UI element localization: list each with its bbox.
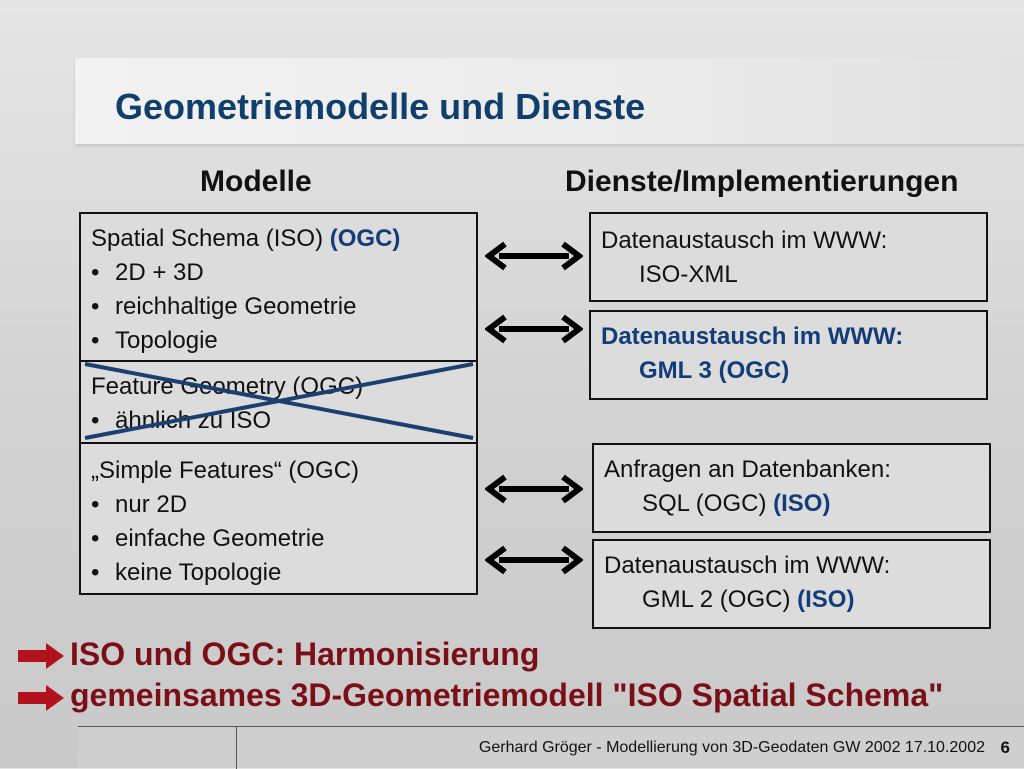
slide-footer: Gerhard Gröger - Modellierung von 3D-Geo… [78,726,1024,769]
footer-cell-text: Gerhard Gröger - Modellierung von 3D-Geo… [236,727,1024,769]
service-line2: SQL (OGC) [642,490,774,517]
conclusion-iso-spatial-schema: gemeinsames 3D-Geometriemodell "ISO Spat… [70,677,944,713]
spatial-schema-tag: (OGC) [329,225,401,252]
feature-geometry-list: ähnlich zu ISO [91,404,466,438]
spatial-schema-heading: Spatial Schema (ISO) [91,225,330,252]
column-heading-models: Modelle [200,165,312,198]
service-box-sql: Anfragen an Datenbanken: SQL (OGC) (ISO) [592,443,991,533]
service-line2: GML 3 (OGC) [639,357,790,384]
service-line2: GML 2 (OGC) [642,586,798,613]
service-box-iso-xml: Datenaustausch im WWW: ISO-XML [589,212,988,302]
service-line2: ISO-XML [639,261,738,288]
list-item: 2D + 3D [91,256,466,290]
feature-geometry-heading: Feature Geometry (OGC) [91,373,364,400]
title-band [75,58,1024,144]
model-box-feature-geometry: Feature Geometry (OGC) ähnlich zu ISO [79,360,478,444]
list-item: keine Topologie [91,556,466,590]
double-arrow-icon [485,474,583,504]
right-arrow-icon [18,643,64,669]
service-tag: (ISO) [773,490,831,517]
right-arrow-icon [18,685,64,711]
simple-features-heading: „Simple Features“ (OGC) [91,457,360,484]
service-line1: Anfragen an Datenbanken: [604,456,891,483]
page-number: 6 [1000,738,1010,757]
double-arrow-icon [485,241,583,271]
footer-text: Gerhard Gröger - Modellierung von 3D-Geo… [478,739,985,756]
list-item: reichhaltige Geometrie [91,290,466,324]
service-box-gml2: Datenaustausch im WWW: GML 2 (OGC) (ISO) [592,539,991,629]
column-heading-services: Dienste/Implementierungen [565,165,959,198]
spatial-schema-list: 2D + 3D reichhaltige Geometrie Topologie [91,256,466,358]
footer-cell-empty [78,727,237,769]
model-box-spatial-schema: Spatial Schema (ISO) (OGC) 2D + 3D reich… [79,212,478,362]
double-arrow-icon [485,314,583,344]
service-tag: (ISO) [797,586,855,613]
service-box-gml3: Datenaustausch im WWW: GML 3 (OGC) [589,310,988,400]
list-item: nur 2D [91,488,466,522]
simple-features-list: nur 2D einfache Geometrie keine Topologi… [91,488,466,590]
list-item: Topologie [91,324,466,358]
service-line1: Datenaustausch im WWW: [601,227,888,254]
list-item: einfache Geometrie [91,522,466,556]
service-line1: Datenaustausch im WWW: [601,323,904,350]
double-arrow-icon [485,545,583,575]
service-line1: Datenaustausch im WWW: [604,552,891,579]
slide-title: Geometriemodelle und Dienste [115,86,646,127]
conclusion-harmonisierung: ISO und OGC: Harmonisierung [70,636,540,672]
list-item: ähnlich zu ISO [91,404,466,438]
model-box-simple-features: „Simple Features“ (OGC) nur 2D einfache … [79,442,478,595]
